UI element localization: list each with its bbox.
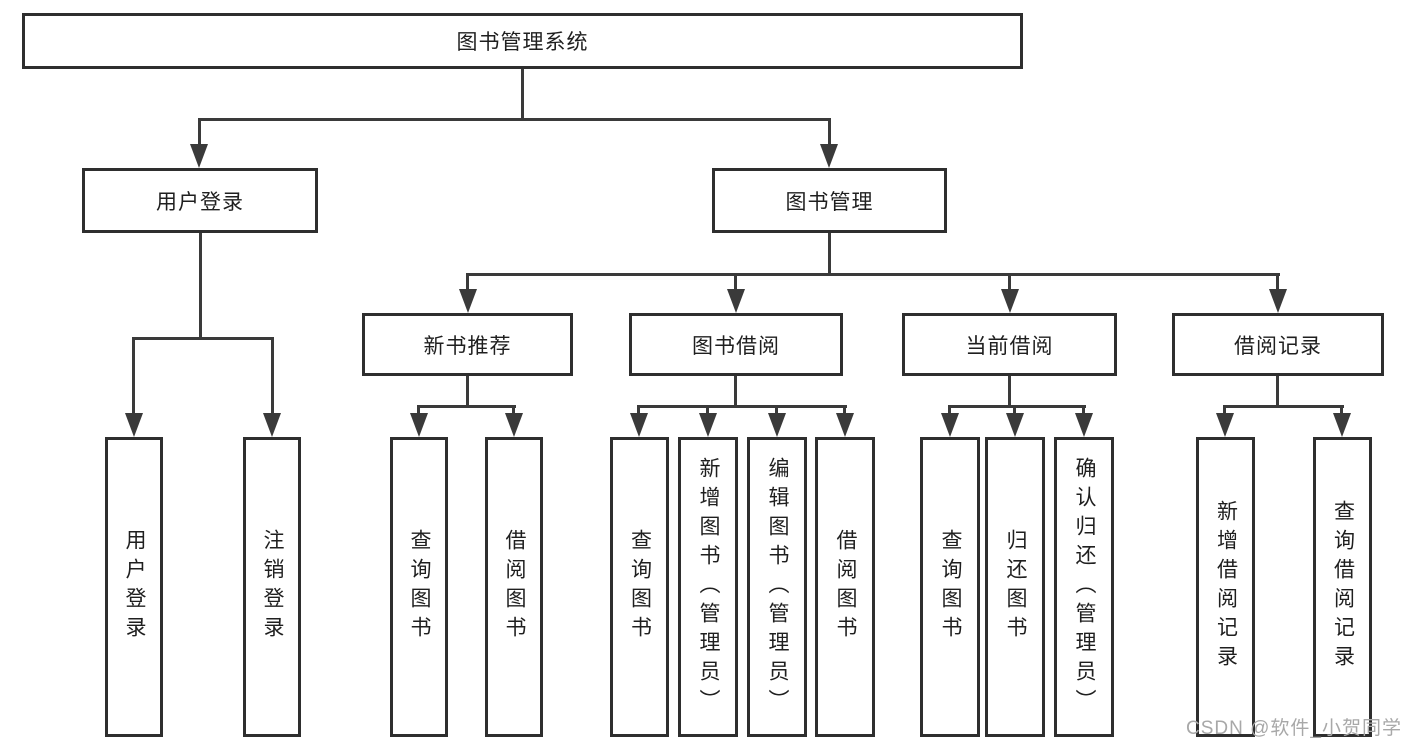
leaf-borrowing-query-books: 查询图书 <box>610 437 669 737</box>
arrowhead-icon <box>125 413 143 437</box>
leaf-newbooks-query-books: 查询图书 <box>390 437 448 737</box>
leaf-user-login: 用户登录 <box>105 437 163 737</box>
connector-line <box>775 405 778 415</box>
leaf-newbooks-borrow-books: 借阅图书 <box>485 437 543 737</box>
connector-line <box>734 376 737 407</box>
connector-line <box>132 337 135 415</box>
connector-line <box>1276 376 1279 407</box>
connector-line <box>198 118 830 121</box>
connector-line <box>637 405 847 408</box>
connector-line <box>734 273 737 291</box>
arrowhead-icon <box>836 413 854 437</box>
csdn-watermark: CSDN @软件_小贺同学 <box>1186 718 1402 739</box>
arrowhead-icon <box>263 413 281 437</box>
leaf-add-books-admin: 新增图书（管理员） <box>678 437 738 737</box>
arrowhead-icon <box>727 289 745 313</box>
connector-line <box>1008 273 1011 291</box>
connector-line <box>1340 405 1343 415</box>
arrowhead-icon <box>630 413 648 437</box>
arrowhead-icon <box>505 413 523 437</box>
connector-line <box>466 273 1280 276</box>
leaf-return-books: 归还图书 <box>985 437 1045 737</box>
connector-line <box>948 405 1086 408</box>
arrowhead-icon <box>459 289 477 313</box>
connector-line <box>132 337 274 340</box>
leaf-confirm-return-admin: 确认归还（管理员） <box>1054 437 1114 737</box>
connector-line <box>466 376 469 407</box>
leaf-add-borrow-record: 新增借阅记录 <box>1196 437 1255 737</box>
arrowhead-icon <box>1001 289 1019 313</box>
leaf-edit-books-admin: 编辑图书（管理员） <box>747 437 807 737</box>
leaf-query-borrow-record: 查询借阅记录 <box>1313 437 1372 737</box>
connector-line <box>948 405 951 415</box>
arrowhead-icon <box>699 413 717 437</box>
connector-line <box>1082 405 1085 415</box>
connector-line <box>271 337 274 415</box>
arrowhead-icon <box>820 144 838 168</box>
connector-line <box>828 233 831 276</box>
arrowhead-icon <box>190 144 208 168</box>
leaf-borrowing-borrow-books: 借阅图书 <box>815 437 875 737</box>
arrowhead-icon <box>941 413 959 437</box>
connector-line <box>512 405 515 415</box>
arrowhead-icon <box>1269 289 1287 313</box>
arrowhead-icon <box>1006 413 1024 437</box>
connector-line <box>828 118 831 146</box>
arrowhead-icon <box>1216 413 1234 437</box>
leaf-logout: 注销登录 <box>243 437 301 737</box>
connector-line <box>1013 405 1016 415</box>
arrowhead-icon <box>1333 413 1351 437</box>
node-borrowing-records: 借阅记录 <box>1172 313 1384 376</box>
connector-line <box>1223 405 1226 415</box>
connector-line <box>1276 273 1279 291</box>
node-new-book-recommend: 新书推荐 <box>362 313 573 376</box>
node-book-management: 图书管理 <box>712 168 947 233</box>
node-book-borrowing: 图书借阅 <box>629 313 843 376</box>
connector-line <box>706 405 709 415</box>
connector-line <box>466 273 469 291</box>
connector-line <box>417 405 420 415</box>
arrowhead-icon <box>410 413 428 437</box>
connector-line <box>417 405 516 408</box>
connector-line <box>521 69 524 118</box>
node-user-login: 用户登录 <box>82 168 318 233</box>
connector-line <box>1008 376 1011 407</box>
connector-line <box>1223 405 1344 408</box>
node-current-borrowing: 当前借阅 <box>902 313 1117 376</box>
connector-line <box>199 233 202 339</box>
connector-line <box>843 405 846 415</box>
node-root-library-system: 图书管理系统 <box>22 13 1023 69</box>
arrowhead-icon <box>768 413 786 437</box>
connector-line <box>637 405 640 415</box>
leaf-current-query-books: 查询图书 <box>920 437 980 737</box>
arrowhead-icon <box>1075 413 1093 437</box>
connector-line <box>198 118 201 146</box>
